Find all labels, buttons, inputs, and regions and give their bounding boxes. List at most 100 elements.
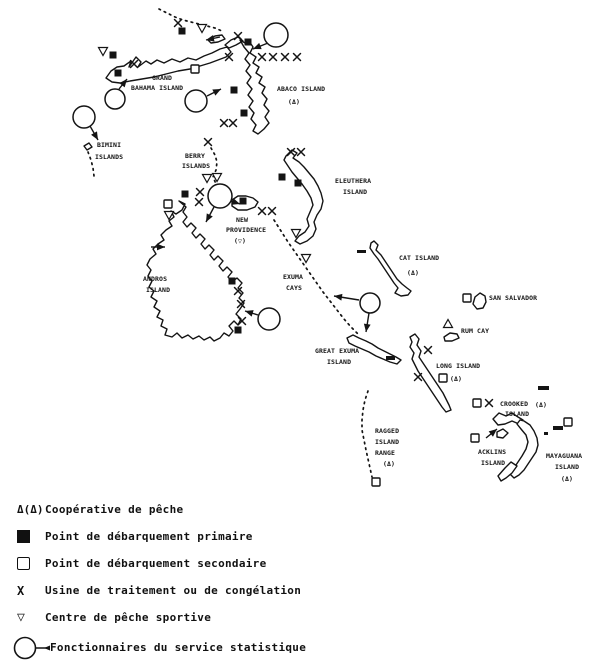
legend-label: Coopérative de pêche — [45, 503, 184, 516]
processing-plant-symbol — [484, 398, 494, 408]
statistics-arrow-head — [206, 213, 213, 222]
map-label: EXUMA — [283, 273, 303, 281]
processing-plant-symbol — [236, 299, 246, 309]
processing-plant-symbol — [228, 118, 238, 128]
island-abaco — [239, 39, 270, 135]
island-andros — [146, 200, 245, 342]
cay-chain-bimini-trail — [87, 151, 95, 177]
island-bimini — [83, 142, 93, 151]
map-label: (▽) — [234, 237, 246, 245]
primary-landing-symbol — [234, 326, 242, 334]
processing-plant-symbol — [413, 372, 423, 382]
map-label: (Δ) — [407, 269, 419, 277]
cay-chain-little-bahama-cays — [158, 8, 223, 32]
map-label: ISLAND — [146, 286, 170, 294]
legend-item-processing-plant: X Usine de traitement ou de congélation — [0, 577, 600, 604]
island-acklins-south — [497, 461, 518, 482]
statistics-officials-circle — [104, 88, 126, 110]
processing-plant-symbol — [280, 52, 290, 62]
islet-dash — [544, 432, 548, 435]
secondary-landing-symbol — [371, 477, 381, 487]
processing-plant-symbol — [296, 147, 306, 157]
map-label: ABACO ISLAND — [277, 85, 325, 93]
map-label: (Δ) — [288, 98, 300, 106]
map-label: ELEUTHERA — [335, 177, 371, 185]
cooperative-icon: Δ(Δ) — [17, 503, 44, 516]
map-label: CROOKED — [500, 400, 528, 408]
islet-dash — [538, 386, 549, 390]
sport-fishing-symbol — [211, 172, 223, 183]
island-rum-cay — [443, 332, 460, 342]
islet-dash — [357, 250, 366, 253]
island-grand-bahama — [105, 46, 232, 84]
map-label: ISLAND — [481, 459, 505, 467]
secondary-landing-symbol — [438, 373, 448, 383]
sport-fishing-symbol — [300, 253, 312, 264]
processing-plant-symbol — [237, 316, 247, 326]
map-label: LONG ISLAND — [436, 362, 480, 370]
secondary-landing-symbol — [163, 199, 173, 209]
map-label: ISLAND — [505, 410, 529, 418]
island-cat-island — [369, 240, 412, 297]
legend-item-cooperative: Δ(Δ) Coopérative de pêche — [0, 496, 600, 523]
pointer-arrow-head — [206, 34, 215, 42]
processing-plant-symbol — [257, 206, 267, 216]
primary-landing-symbol — [114, 69, 122, 77]
legend-item-statistics: Fonctionnaires du service statistique — [0, 631, 600, 664]
statistics-arrow-head — [334, 293, 343, 301]
map-label: NEW — [236, 216, 248, 224]
statistics-officials-circle — [207, 183, 233, 209]
statistics-officials-circle — [263, 22, 289, 48]
primary-landing-symbol — [240, 109, 248, 117]
processing-plant-symbol — [129, 59, 139, 69]
legend-label: Usine de traitement ou de congélation — [45, 584, 302, 597]
processing-plant-symbol — [233, 286, 243, 296]
map-label: RUM CAY — [461, 327, 489, 335]
island-acklins-island — [509, 419, 539, 479]
legend-label: Centre de pêche sportive — [45, 611, 212, 624]
map-label: (Δ) — [535, 401, 547, 409]
map-label: GRAND — [152, 74, 172, 82]
processing-plant-symbol — [219, 118, 229, 128]
map-label: GREAT EXUMA — [315, 347, 359, 355]
island-eleuthera — [283, 149, 324, 245]
map-label: (Δ) — [383, 460, 395, 468]
map-label: RAGGED — [375, 427, 399, 435]
legend-item-primary-landing: Point de débarquement primaire — [0, 523, 600, 550]
secondary-landing-symbol — [563, 417, 573, 427]
processing-plant-symbol — [267, 206, 277, 216]
legend-label: Point de débarquement primaire — [45, 530, 253, 543]
primary-landing-symbol — [228, 277, 236, 285]
legend: Δ(Δ) Coopérative de pêche Point de débar… — [0, 494, 600, 666]
island-san-salvador — [472, 292, 487, 310]
map-label: ANDROS — [143, 275, 167, 283]
processing-plant-symbol — [286, 147, 296, 157]
statistics-officials-circle — [359, 292, 381, 314]
primary-landing-symbol — [109, 51, 117, 59]
map-label: ISLAND — [327, 358, 351, 366]
primary-landing-icon — [17, 530, 30, 543]
cay-chain-berry-islands — [210, 147, 218, 185]
legend-item-secondary-landing: Point de débarquement secondaire — [0, 550, 600, 577]
statistics-officials-circle — [257, 307, 281, 331]
processing-plant-icon: X — [17, 583, 25, 598]
sport-fishing-symbol — [97, 46, 109, 57]
secondary-landing-symbol — [462, 293, 472, 303]
cay-chain-ragged-island-range — [361, 390, 373, 478]
processing-plant-symbol — [268, 52, 278, 62]
primary-landing-symbol — [278, 173, 286, 181]
map-label: ISLAND — [375, 438, 399, 446]
processing-plant-symbol — [195, 187, 205, 197]
statistics-arrow-head — [231, 198, 240, 205]
islet-dash — [386, 356, 395, 360]
processing-plant-symbol — [173, 18, 183, 28]
map-label: BERRY — [185, 152, 205, 160]
island-acklins-west — [496, 428, 509, 439]
map-label: ISLANDS — [95, 153, 123, 161]
map-label: ISLAND — [555, 463, 579, 471]
sport-fishing-symbol — [201, 173, 213, 184]
statistics-arrow-head — [363, 323, 371, 332]
processing-plant-symbol — [292, 52, 302, 62]
primary-landing-symbol — [181, 190, 189, 198]
map-label: ACKLINS — [478, 448, 506, 456]
